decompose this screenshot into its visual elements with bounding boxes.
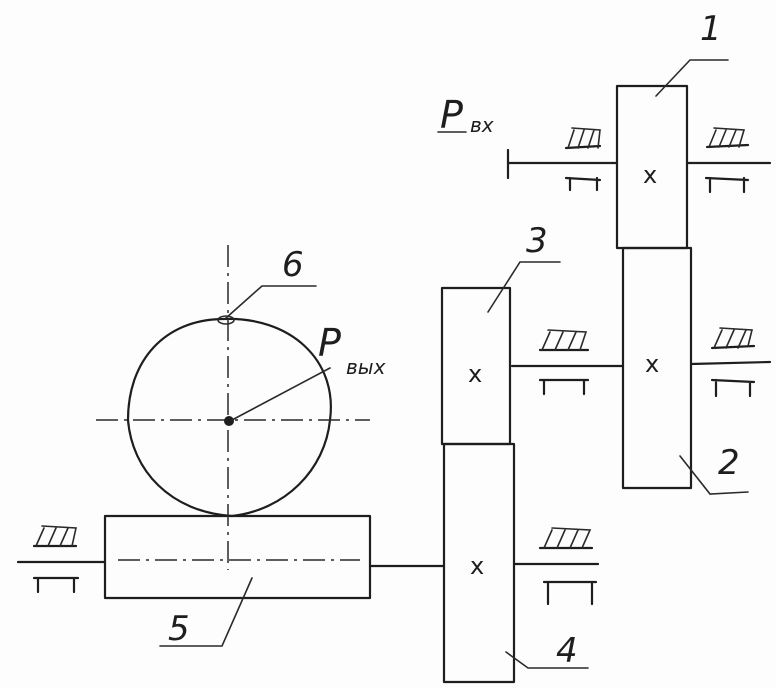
gear-3-axis-mark: x [468,360,482,388]
gear-4-axis-mark: x [470,552,484,580]
leader-1: 1 [655,9,729,97]
gear-1-block: x [615,84,689,250]
worm-shaft [16,525,600,606]
intermediate-left-bearing [538,329,590,396]
part-number-4: 4 [556,631,578,671]
leader-output-power [231,367,331,421]
output-power-symbol: P [318,321,341,365]
leader-4: 4 [505,631,589,671]
worm-shaft-left-bearing [32,525,80,594]
part-number-5: 5 [168,609,190,649]
leader-5: 5 [159,577,253,649]
leader-3: 3 [487,221,561,313]
intermediate-shaft [510,327,772,398]
input-power-symbol: P [440,93,463,137]
gear-2-axis-mark: x [645,350,659,378]
gear-2-block: x [621,246,693,490]
output-power-label: P вых [318,321,386,379]
gear-3-block: x [440,286,512,446]
leader-6: 6 [225,245,317,319]
input-shaft [506,127,772,194]
input-power-label: P вх [437,93,494,137]
gear-4-block: x [442,442,516,684]
worm-shaft-right-bearing [538,527,598,606]
gear-1-axis-mark: x [643,161,657,189]
intermediate-right-bearing [710,327,756,398]
input-shaft-left-bearing [564,127,602,192]
part-number-1: 1 [700,9,722,49]
part-number-6: 6 [282,245,304,285]
worm-wheel-6 [96,245,370,570]
input-power-subscript: вх [470,113,494,137]
part-number-2: 2 [718,443,740,483]
output-power-subscript: вых [346,355,386,379]
part-number-3: 3 [526,221,548,261]
input-shaft-right-bearing [704,127,750,194]
leader-2: 2 [679,443,749,495]
wheel-hub-dot [224,416,234,426]
worm-5 [103,514,372,600]
